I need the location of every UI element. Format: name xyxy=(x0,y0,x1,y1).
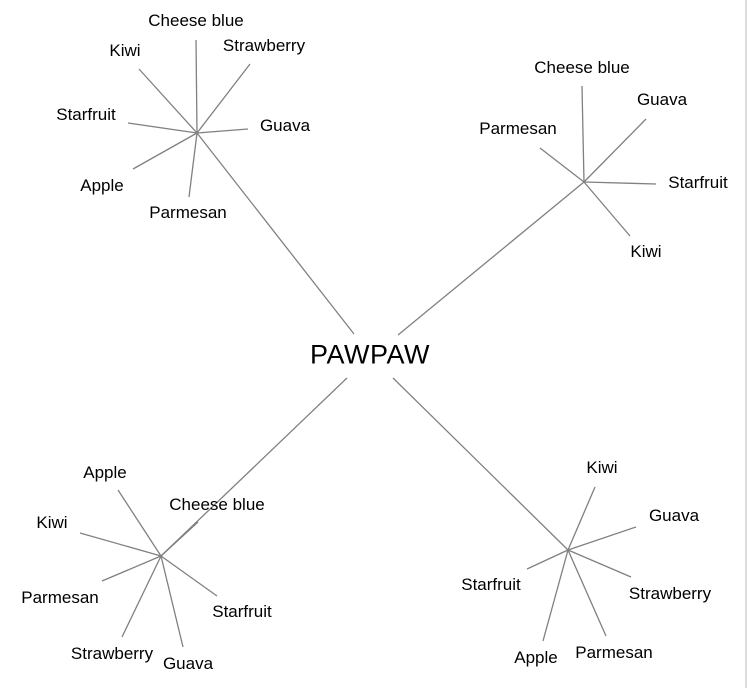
branch-line xyxy=(583,118,647,183)
branch-line xyxy=(526,549,569,570)
leaf-node[interactable]: Starfruit xyxy=(56,105,116,124)
branch-line xyxy=(583,181,657,185)
leaf-node[interactable]: Kiwi xyxy=(109,41,141,60)
leaf-node[interactable]: Kiwi xyxy=(586,458,618,477)
leaf-node[interactable]: Cheese blue xyxy=(169,495,265,514)
leaf-node[interactable]: Parmesan xyxy=(149,203,227,222)
branch-line xyxy=(138,68,198,134)
root-connector-top-right xyxy=(397,181,585,336)
branch-line xyxy=(160,555,218,597)
leaf-node[interactable]: Starfruit xyxy=(212,602,272,621)
branch-line xyxy=(196,63,251,134)
branch-line xyxy=(583,181,631,237)
branch-line xyxy=(567,549,632,578)
branch-line xyxy=(101,555,162,582)
branch-line xyxy=(581,85,585,183)
branch-line xyxy=(542,549,569,642)
leaf-node[interactable]: Parmesan xyxy=(575,643,653,662)
leaf-node[interactable]: Apple xyxy=(83,463,127,482)
leaf-node[interactable]: Guava xyxy=(636,90,688,109)
branch-line xyxy=(195,39,198,134)
branch-line xyxy=(567,549,607,637)
leaf-node[interactable]: Starfruit xyxy=(668,173,728,192)
branch-line xyxy=(188,132,198,198)
branch-line xyxy=(196,128,249,134)
leaf-node[interactable]: Strawberry xyxy=(628,584,712,603)
root-connector-bottom-left xyxy=(160,377,348,557)
leaf-node[interactable]: Apple xyxy=(80,176,124,195)
leaf-node[interactable]: Guava xyxy=(259,116,311,135)
leaf-node[interactable]: Apple xyxy=(514,648,558,667)
leaf-node[interactable]: Kiwi xyxy=(36,513,68,532)
branch-line xyxy=(121,555,162,638)
root-node[interactable]: PAWPAW xyxy=(310,339,430,370)
branch-line xyxy=(160,521,199,557)
branch-line xyxy=(127,122,198,134)
leaf-node[interactable]: Cheese blue xyxy=(148,11,244,30)
branch-line xyxy=(567,526,637,551)
leaf-node[interactable]: Starfruit xyxy=(461,575,521,594)
leaf-node[interactable]: Strawberry xyxy=(222,36,306,55)
leaf-node[interactable]: Guava xyxy=(162,654,214,673)
root-connector-top-left xyxy=(196,132,355,335)
branch-line xyxy=(79,532,162,557)
branch-line xyxy=(132,132,198,170)
leaf-node[interactable]: Guava xyxy=(648,506,700,525)
leaf-node[interactable]: Strawberry xyxy=(70,644,154,663)
leaf-node[interactable]: Parmesan xyxy=(21,588,99,607)
leaf-node[interactable]: Cheese blue xyxy=(534,58,630,77)
branch-line xyxy=(117,489,162,557)
branch-line xyxy=(539,147,585,183)
root-connector-bottom-right xyxy=(392,377,569,551)
branch-line xyxy=(160,555,184,648)
leaf-node[interactable]: Kiwi xyxy=(630,242,662,261)
leaf-node[interactable]: Parmesan xyxy=(479,119,557,138)
branch-line xyxy=(567,486,596,551)
